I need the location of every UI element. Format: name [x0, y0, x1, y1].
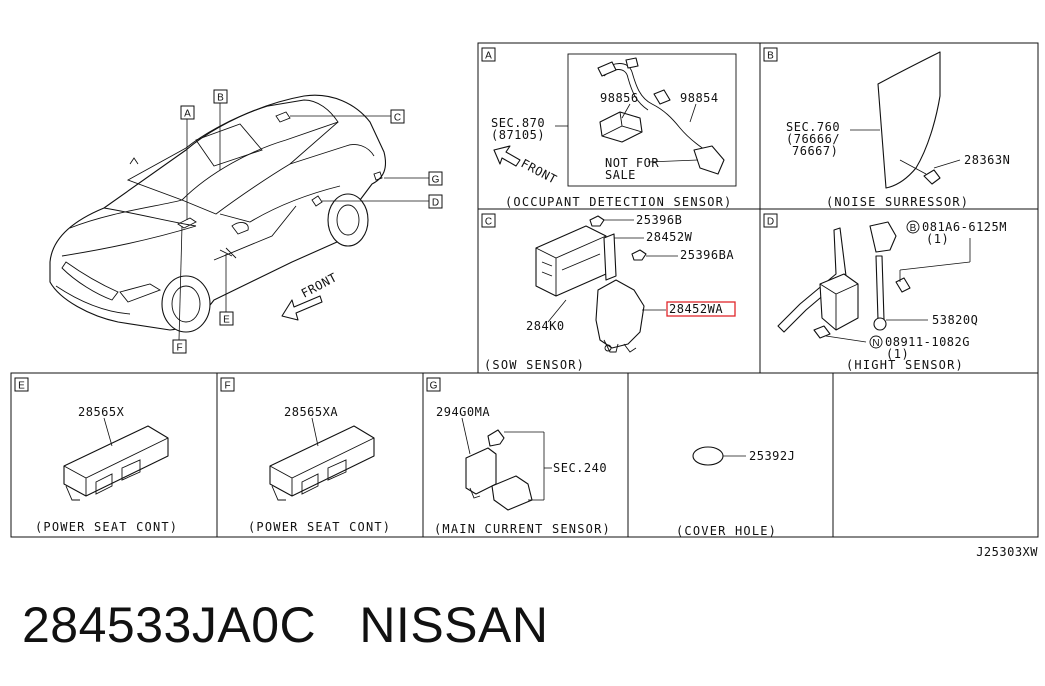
bracket-28452w: [603, 233, 617, 281]
svg-text:C: C: [394, 113, 401, 124]
svg-text:25396BA: 25396BA: [680, 248, 734, 262]
footer-brand: NISSAN: [359, 597, 549, 653]
panel-b-noise-suppressor: B SEC.760 (76666/ 76667) 28363N (NOISE S…: [763, 47, 1010, 209]
sensor-body-53820q: [819, 273, 859, 331]
car-overview: A B C G D E F: [49, 89, 443, 354]
highlighted-part-label: 28452WA: [669, 302, 723, 316]
car-rear-wheel: [327, 193, 369, 247]
panel-cover-hole: 25392J (COVER HOLE): [676, 446, 795, 538]
svg-text:A: A: [485, 51, 492, 62]
svg-text:284K0: 284K0: [526, 319, 565, 333]
car-front-wheel: [161, 275, 211, 333]
svg-text:SEC.240: SEC.240: [553, 461, 607, 475]
bracket-28452wa: [595, 279, 645, 349]
svg-text:SEC.760: SEC.760: [786, 120, 840, 134]
svg-text:F: F: [176, 343, 182, 354]
svg-text:N: N: [872, 338, 879, 349]
svg-text:NOT FOR: NOT FOR: [605, 156, 659, 170]
car-sunroof: [195, 123, 263, 167]
module-28565x: [63, 425, 169, 497]
svg-text:SEC.870: SEC.870: [491, 116, 545, 130]
svg-text:E: E: [223, 315, 230, 326]
svg-text:53820Q: 53820Q: [932, 313, 978, 327]
svg-text:E: E: [18, 381, 25, 392]
svg-text:B: B: [217, 93, 224, 104]
svg-text:76667): 76667): [792, 144, 838, 158]
svg-text:(MAIN CURRENT SENSOR): (MAIN CURRENT SENSOR): [434, 522, 611, 536]
module-28565xa: [269, 425, 375, 497]
car-callout-a: A: [180, 105, 195, 220]
svg-text:(POWER SEAT CONT): (POWER SEAT CONT): [248, 520, 391, 534]
svg-text:08911-1082G: 08911-1082G: [885, 335, 970, 349]
bolt-081a6: [895, 277, 911, 293]
link-rod: [875, 255, 885, 321]
svg-text:28452W: 28452W: [646, 230, 693, 244]
svg-text:(76666/: (76666/: [786, 132, 840, 146]
svg-text:(COVER HOLE): (COVER HOLE): [676, 524, 777, 538]
cover-hole-25392j: [692, 446, 724, 466]
bolt-25396ba: [631, 249, 647, 261]
svg-text:294G0MA: 294G0MA: [436, 405, 490, 419]
glass-panel-76666: [877, 51, 941, 189]
svg-text:(POWER SEAT CONT): (POWER SEAT CONT): [35, 520, 178, 534]
svg-text:25396B: 25396B: [636, 213, 682, 227]
nut-08911: [813, 325, 831, 339]
panel-f-power-seat-cont: F 28565XA (POWER SEAT CONT): [220, 377, 391, 534]
car-callout-b: B: [213, 89, 228, 170]
car-callout-g: G: [384, 171, 443, 186]
panel-c-sow-sensor: C 25396B 28452W 25396BA 28452WA 284K0 (S…: [481, 213, 736, 372]
svg-text:(SOW SENSOR): (SOW SENSOR): [484, 358, 585, 372]
footer-title: 284533JA0C NISSAN: [22, 596, 548, 654]
svg-text:(1): (1): [886, 347, 909, 361]
svg-text:(87105): (87105): [491, 128, 545, 142]
svg-text:B: B: [767, 51, 774, 62]
noise-suppressor-28363n: [923, 169, 941, 185]
svg-text:28363N: 28363N: [964, 153, 1010, 167]
svg-text:G: G: [432, 175, 440, 186]
svg-text:B: B: [910, 223, 917, 234]
footer-part-number: 284533JA0C: [22, 597, 317, 653]
svg-text:G: G: [430, 381, 438, 392]
svg-text:C: C: [485, 217, 492, 228]
svg-text:081A6-6125M: 081A6-6125M: [922, 220, 1007, 234]
car-mirror: [231, 222, 249, 235]
svg-text:98856: 98856: [600, 91, 639, 105]
panel-g-main-current-sensor: G 294G0MA SEC.240 (MAIN CURRENT SENSOR): [426, 377, 611, 536]
car-callout-f: F: [172, 225, 187, 354]
svg-text:D: D: [767, 217, 774, 228]
svg-text:D: D: [432, 198, 439, 209]
svg-text:28565X: 28565X: [78, 405, 125, 419]
diagram-code: J25303XW: [976, 545, 1038, 559]
bolt-25396b: [589, 215, 605, 227]
car-callout-d: D: [322, 194, 443, 209]
svg-text:98854: 98854: [680, 91, 719, 105]
svg-text:25392J: 25392J: [749, 449, 795, 463]
svg-text:F: F: [224, 381, 230, 392]
car-callout-c: C: [290, 109, 405, 124]
panel-e-power-seat-cont: E 28565X (POWER SEAT CONT): [14, 377, 178, 534]
panel-d-height-sensor: D B 081A6-6125M (1) 53820Q N 08911-1082G…: [763, 213, 1007, 372]
svg-text:(NOISE SURRESSOR): (NOISE SURRESSOR): [826, 195, 969, 209]
car-grille: [61, 261, 119, 301]
car-front-arrow: FRONT: [281, 270, 340, 321]
svg-text:(HIGHT SENSOR): (HIGHT SENSOR): [846, 358, 964, 372]
svg-text:A: A: [184, 109, 191, 120]
svg-text:(OCCUPANT DETECTION SENSOR): (OCCUPANT DETECTION SENSOR): [505, 195, 732, 209]
harness-98856: [603, 63, 715, 157]
svg-text:(1): (1): [926, 232, 949, 246]
highlight-box-28452wa: [666, 301, 736, 317]
car-callout-e: E: [219, 254, 234, 326]
svg-text:28565XA: 28565XA: [284, 405, 338, 419]
svg-text:SALE: SALE: [605, 168, 636, 182]
panel-grid: [10, 42, 1039, 538]
